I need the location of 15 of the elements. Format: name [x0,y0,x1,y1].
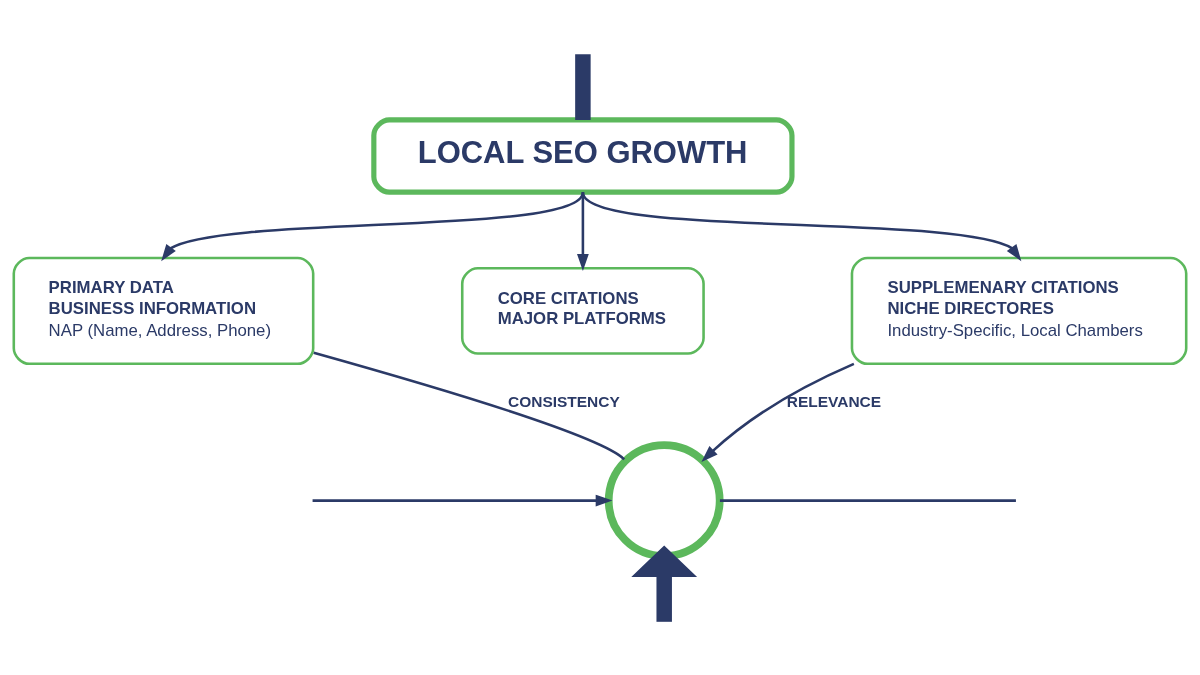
arrow [312,494,613,506]
node-box: SUPPLEMENARY CITATIONS NICHE DIRECTORES Industry-Specific, Local Chambers [850,256,1188,365]
connector [575,53,591,120]
arrow [161,190,584,261]
arrow [581,190,1022,261]
edge-label: CONSISTENCY [508,392,620,410]
node-circle [604,440,724,560]
node-box: LOCAL SEO GROWTH [371,116,795,195]
arrow [631,545,698,622]
edge-label: RELEVANCE [786,392,882,410]
connector [313,351,625,460]
node-box: PRIMARY DATA BUSINESS INFORMATION NAP (Name, Address, Phone) [12,256,315,365]
connector [719,498,1016,502]
node-box: CORE CITATIONS MAJOR PLATFORMS [460,266,705,355]
arrow [701,362,855,462]
